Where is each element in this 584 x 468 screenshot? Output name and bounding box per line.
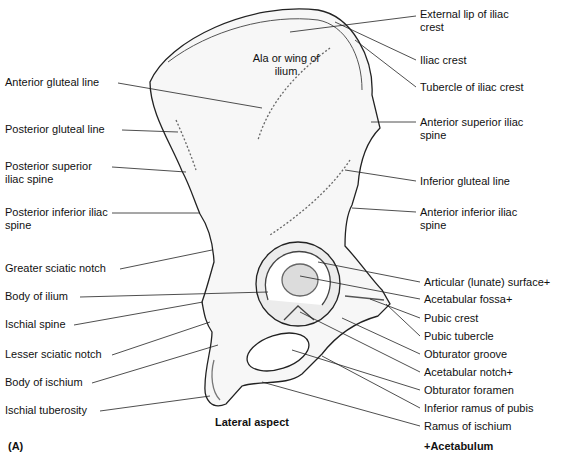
posterior-gluteal-line <box>176 120 196 170</box>
inferior-gluteal-line <box>270 160 350 235</box>
part-label: External lip of iliac crest <box>420 8 512 34</box>
pubic-crest <box>345 296 384 300</box>
part-label: Iliac crest <box>420 54 466 67</box>
part-label: Obturator groove <box>424 348 507 361</box>
ischial-tuberosity-shading <box>212 360 220 400</box>
part-label: Ala or wing of ilium <box>240 52 332 78</box>
part-label: Acetabular notch+ <box>424 366 513 379</box>
leader-lines <box>74 16 420 426</box>
part-label: (A) <box>8 440 23 453</box>
acetabulum-rim <box>256 242 340 326</box>
part-label: Inferior gluteal line <box>420 175 510 188</box>
part-label: Posterior gluteal line <box>5 123 105 136</box>
part-label: Articular (lunate) surface+ <box>424 276 550 289</box>
part-label: Lesser sciatic notch <box>5 348 102 361</box>
part-label: Obturator foramen <box>424 384 514 397</box>
part-label: Anterior inferior iliac spine <box>420 206 524 232</box>
part-label: Body of ilium <box>5 290 68 303</box>
part-label: Tubercle of iliac crest <box>420 81 524 94</box>
part-label: Greater sciatic notch <box>5 262 106 275</box>
part-label: Anterior superior iliac spine <box>420 116 524 142</box>
lunate-surface <box>266 252 331 305</box>
hip-bone-outline <box>150 9 390 406</box>
part-label: Lateral aspect <box>215 416 289 429</box>
part-label: Pubic tubercle <box>424 330 494 343</box>
part-label: Ramus of ischium <box>424 420 511 433</box>
part-label: Posterior inferior iliac spine <box>5 206 111 232</box>
part-label: Anterior gluteal line <box>5 76 99 89</box>
part-label: +Acetabulum <box>424 440 493 453</box>
acetabular-fossa <box>282 264 318 296</box>
crest-lip <box>168 19 362 90</box>
part-label: Pubic crest <box>424 312 478 325</box>
part-label: Ischial tuberosity <box>5 404 87 417</box>
obturator-foramen <box>242 326 313 378</box>
part-label: Body of ischium <box>5 376 83 389</box>
part-label: Ischial spine <box>5 318 66 331</box>
acetabular-notch <box>284 306 314 320</box>
part-label: Posterior superior iliac spine <box>5 160 111 186</box>
part-label: Inferior ramus of pubis <box>424 402 533 415</box>
part-label: Acetabular fossa+ <box>424 293 512 306</box>
